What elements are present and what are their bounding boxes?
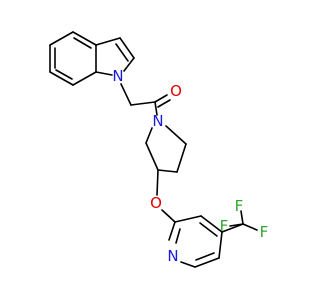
- molecule-drawing: N N O O N F F F: [0, 0, 300, 300]
- bond-ch2-co: [130, 101, 156, 106]
- bond-benzene-4: [49, 71, 74, 86]
- bond-pyridine-4: [194, 257, 220, 268]
- indole-nitrogen-label: N: [112, 67, 123, 85]
- bond-cf3-left: [229, 223, 244, 227]
- bond-pyrrole-2: [119, 37, 135, 59]
- molecule-svg: N N O O N F F F: [0, 0, 300, 300]
- bond-pyridine-4b: [195, 252, 215, 261]
- bond-pyrrole-3: [123, 57, 135, 72]
- bond-pyrrolidine-3: [157, 169, 178, 173]
- fluorine-left-label: F: [220, 217, 229, 235]
- background: [0, 0, 300, 300]
- fluorine-right-label: F: [260, 223, 269, 241]
- bond-pyrrolidine-5: [145, 127, 153, 144]
- bond-co-n: [154, 101, 158, 116]
- bond-co-double-1: [154, 94, 168, 103]
- carbonyl-oxygen-label: O: [170, 82, 182, 100]
- bond-pyrrole-4: [95, 71, 113, 76]
- pyrrolidine-nitrogen-label: N: [152, 112, 163, 130]
- pyridine-nitrogen-label: N: [167, 247, 178, 265]
- bond-pyridine-3: [218, 231, 223, 259]
- bond-o-pyridine: [161, 209, 176, 223]
- bond-pyrrolidine-2: [176, 143, 187, 173]
- ether-oxygen-label: O: [150, 194, 162, 212]
- bond-benzene-6: [49, 31, 74, 46]
- bond-n-ch2: [120, 83, 132, 106]
- bond-benzene-inner-2: [55, 69, 73, 80]
- bond-pyrrole-2b: [115, 43, 129, 62]
- bond-benzene-1: [72, 31, 97, 46]
- bond-pyridine-1: [174, 215, 202, 223]
- bond-pyridine-2: [200, 215, 223, 233]
- bond-c3-o: [156, 169, 159, 196]
- atom-labels: N N O O N F F F: [112, 67, 268, 265]
- bond-cf3-right: [242, 223, 258, 231]
- bond-pyridine-2b: [199, 222, 218, 237]
- bonds: [49, 31, 258, 268]
- bond-co-double-2: [157, 99, 171, 108]
- bond-pyrrolidine-4: [145, 142, 159, 171]
- bond-benzene-3: [72, 71, 97, 86]
- bond-pyrrole-1: [95, 37, 121, 46]
- bond-pyrrolidine-1: [165, 125, 187, 145]
- bond-pyridine-5: [180, 261, 196, 268]
- bond-pyridine-6b: [175, 228, 181, 244]
- bond-cf3-top: [240, 210, 244, 225]
- fluorine-top-label: F: [235, 197, 244, 215]
- bond-benzene-inner-1: [73, 37, 92, 49]
- bond-pyridine-6: [168, 221, 176, 241]
